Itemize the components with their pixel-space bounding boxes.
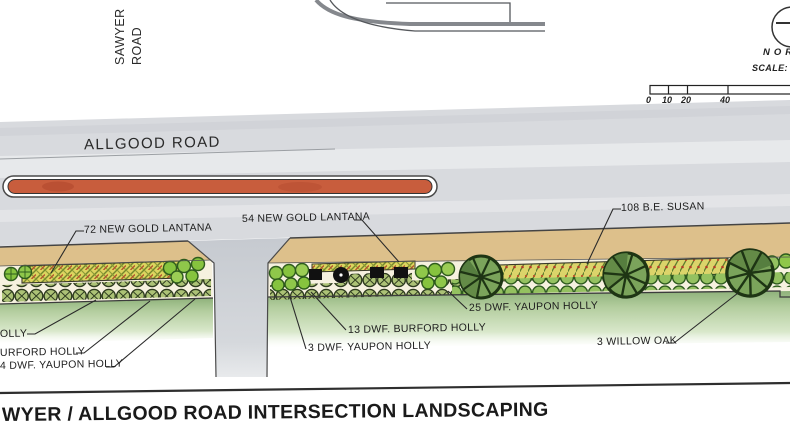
label-willow-oak-3: 3 WILLOW OAK [596, 334, 678, 348]
scale-bar [649, 84, 790, 95]
curb-strip [0, 223, 790, 266]
label-cut-burford-holly: URFORD HOLLY [0, 345, 86, 359]
label-dwf-yaupon-holly-25: 25 DWF. YAUPON HOLLY [468, 299, 599, 314]
scale-tick-20: 20 [681, 95, 692, 105]
label-gold-lantana-54: 54 NEW GOLD LANTANA [241, 210, 371, 225]
accent-holly-circles [3, 256, 206, 284]
middle-bed-planting [268, 260, 460, 300]
north-label: NORTH [763, 47, 790, 58]
driveway [187, 237, 291, 378]
label-dwf-yaupon-holly-3: 3 DWF. YAUPON HOLLY [307, 339, 432, 354]
label-cut-holly: OLLY [0, 327, 28, 340]
scale-tick-10: 10 [662, 95, 673, 105]
leader-lines [27, 208, 739, 368]
lawn [0, 291, 790, 348]
label-gold-lantana-72: 72 NEW GOLD LANTANA [83, 221, 213, 236]
bed-edge-lines [0, 222, 790, 305]
allgood-road-pavement [0, 100, 790, 246]
yaupon-cluster-right [414, 261, 456, 290]
sawyer-road-line1: SAWYER [113, 8, 127, 65]
title-rule [0, 381, 790, 395]
left-bed-planting [2, 256, 211, 302]
yaupon-cluster-left [268, 262, 311, 292]
north-arrow [771, 6, 790, 48]
scale-tick-40: 40 [720, 95, 731, 105]
scale-label: SCALE: 1" [752, 63, 790, 73]
allgood-road-label: ALLGOOD ROAD [83, 133, 222, 154]
sawyer-road-label: SAWYER ROAD [112, 5, 148, 65]
north-curb-return [314, 0, 545, 32]
existing-features-black [309, 267, 408, 283]
label-cut-dwf-yaupon-holly-4: 4 DWF. YAUPON HOLLY [0, 357, 124, 372]
median-island [2, 175, 438, 198]
scale-tick-0: 0 [646, 95, 652, 105]
sawyer-road-line2: ROAD [130, 26, 144, 65]
label-be-susan-108: 108 B.E. SUSAN [620, 200, 705, 214]
